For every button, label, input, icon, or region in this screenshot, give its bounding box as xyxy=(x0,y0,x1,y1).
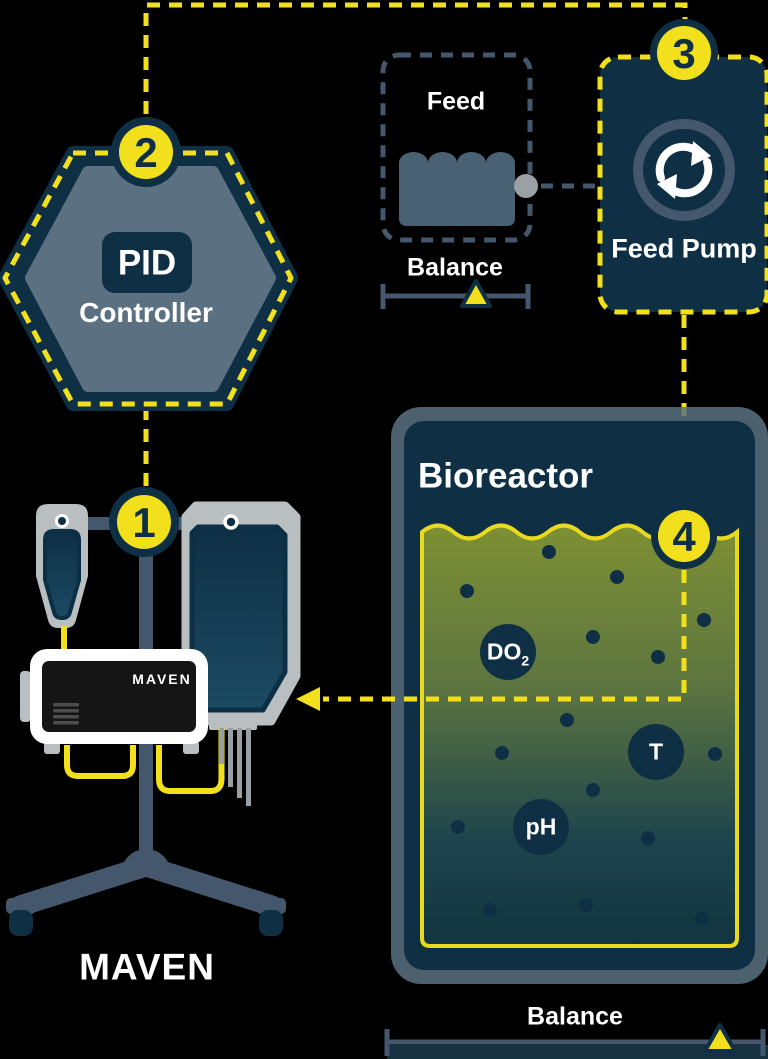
yellow-tube-loop xyxy=(64,745,136,779)
culture-dots xyxy=(451,545,722,926)
ph-sensor-bubble xyxy=(513,799,569,855)
feed-pump-body xyxy=(600,57,767,312)
balance-fulcrum-icon xyxy=(703,1023,737,1053)
large-bag xyxy=(181,501,301,730)
maven-station xyxy=(6,501,301,936)
gray-tubes xyxy=(219,728,251,806)
instrument-foot xyxy=(183,741,199,754)
temperature-sensor-label: T xyxy=(648,738,664,765)
feed-balance-icon xyxy=(380,279,531,309)
badge-number-4: 4 xyxy=(672,513,696,560)
temperature-sensor-bubble xyxy=(628,724,684,780)
bag-port-manifold xyxy=(209,719,257,730)
caster-wheel xyxy=(259,910,283,936)
step-badges xyxy=(109,19,718,569)
step-badge-2 xyxy=(119,125,173,179)
feed-balance-label: Balance xyxy=(407,253,503,282)
maven-device-logo: MAVEN xyxy=(132,671,192,687)
feed-container xyxy=(380,52,533,243)
stand-base xyxy=(6,849,286,936)
route-pid-to-pump xyxy=(143,2,688,114)
bioreactor-balance-icon xyxy=(384,1023,768,1059)
feed-to-pump-connector xyxy=(514,174,599,198)
yellow-tube-loop xyxy=(156,728,225,794)
arrow-left-icon xyxy=(296,687,320,711)
step-badge-4 xyxy=(658,510,710,562)
balance-fulcrum-icon xyxy=(460,279,492,308)
tube-port-icon xyxy=(514,174,538,198)
do2-sensor-label: DO2 xyxy=(486,638,529,668)
hanger-hole-icon xyxy=(223,514,239,530)
hamburger-icon xyxy=(53,703,79,725)
badge-number-2: 2 xyxy=(134,129,158,176)
feed-liquid xyxy=(399,152,515,226)
side-port xyxy=(20,671,31,722)
caster-wheel xyxy=(9,910,33,936)
feed-pump-label: Feed Pump xyxy=(611,233,757,264)
hanger-hole-icon xyxy=(55,514,69,528)
badge-number-1: 1 xyxy=(132,499,156,546)
maven-instrument xyxy=(20,649,208,754)
bioreactor-vessel xyxy=(391,407,768,984)
do2-sub: 2 xyxy=(521,652,530,669)
pid-controller-hexagon xyxy=(0,146,298,411)
do2-base: DO xyxy=(486,638,522,665)
feed-label: Feed xyxy=(426,87,486,116)
bioreactor-title: Bioreactor xyxy=(418,456,594,496)
step-badge-1 xyxy=(117,495,171,549)
bioreactor-balance-label: Balance xyxy=(527,1002,623,1031)
feed-dashed-border xyxy=(380,52,533,243)
maven-station-label: MAVEN xyxy=(79,946,215,988)
small-bag xyxy=(36,504,88,628)
pid-subtitle: Controller xyxy=(79,297,213,328)
balance-base xyxy=(387,1045,768,1059)
pid-label-box xyxy=(102,232,192,293)
ph-sensor-label: pH xyxy=(525,813,557,840)
feed-pump-dashed-border xyxy=(597,54,768,315)
instrument-foot xyxy=(44,741,60,754)
do2-sensor-bubble xyxy=(480,624,536,680)
cycle-icon xyxy=(657,141,711,199)
instrument-screen xyxy=(42,661,196,732)
pid-title: PID xyxy=(117,243,177,283)
pump-ring xyxy=(633,119,735,221)
step-badge-3 xyxy=(657,26,711,80)
feed-pump-box xyxy=(597,54,768,315)
hexagon-dashed-border xyxy=(2,150,294,407)
badge-number-3: 3 xyxy=(672,30,696,77)
